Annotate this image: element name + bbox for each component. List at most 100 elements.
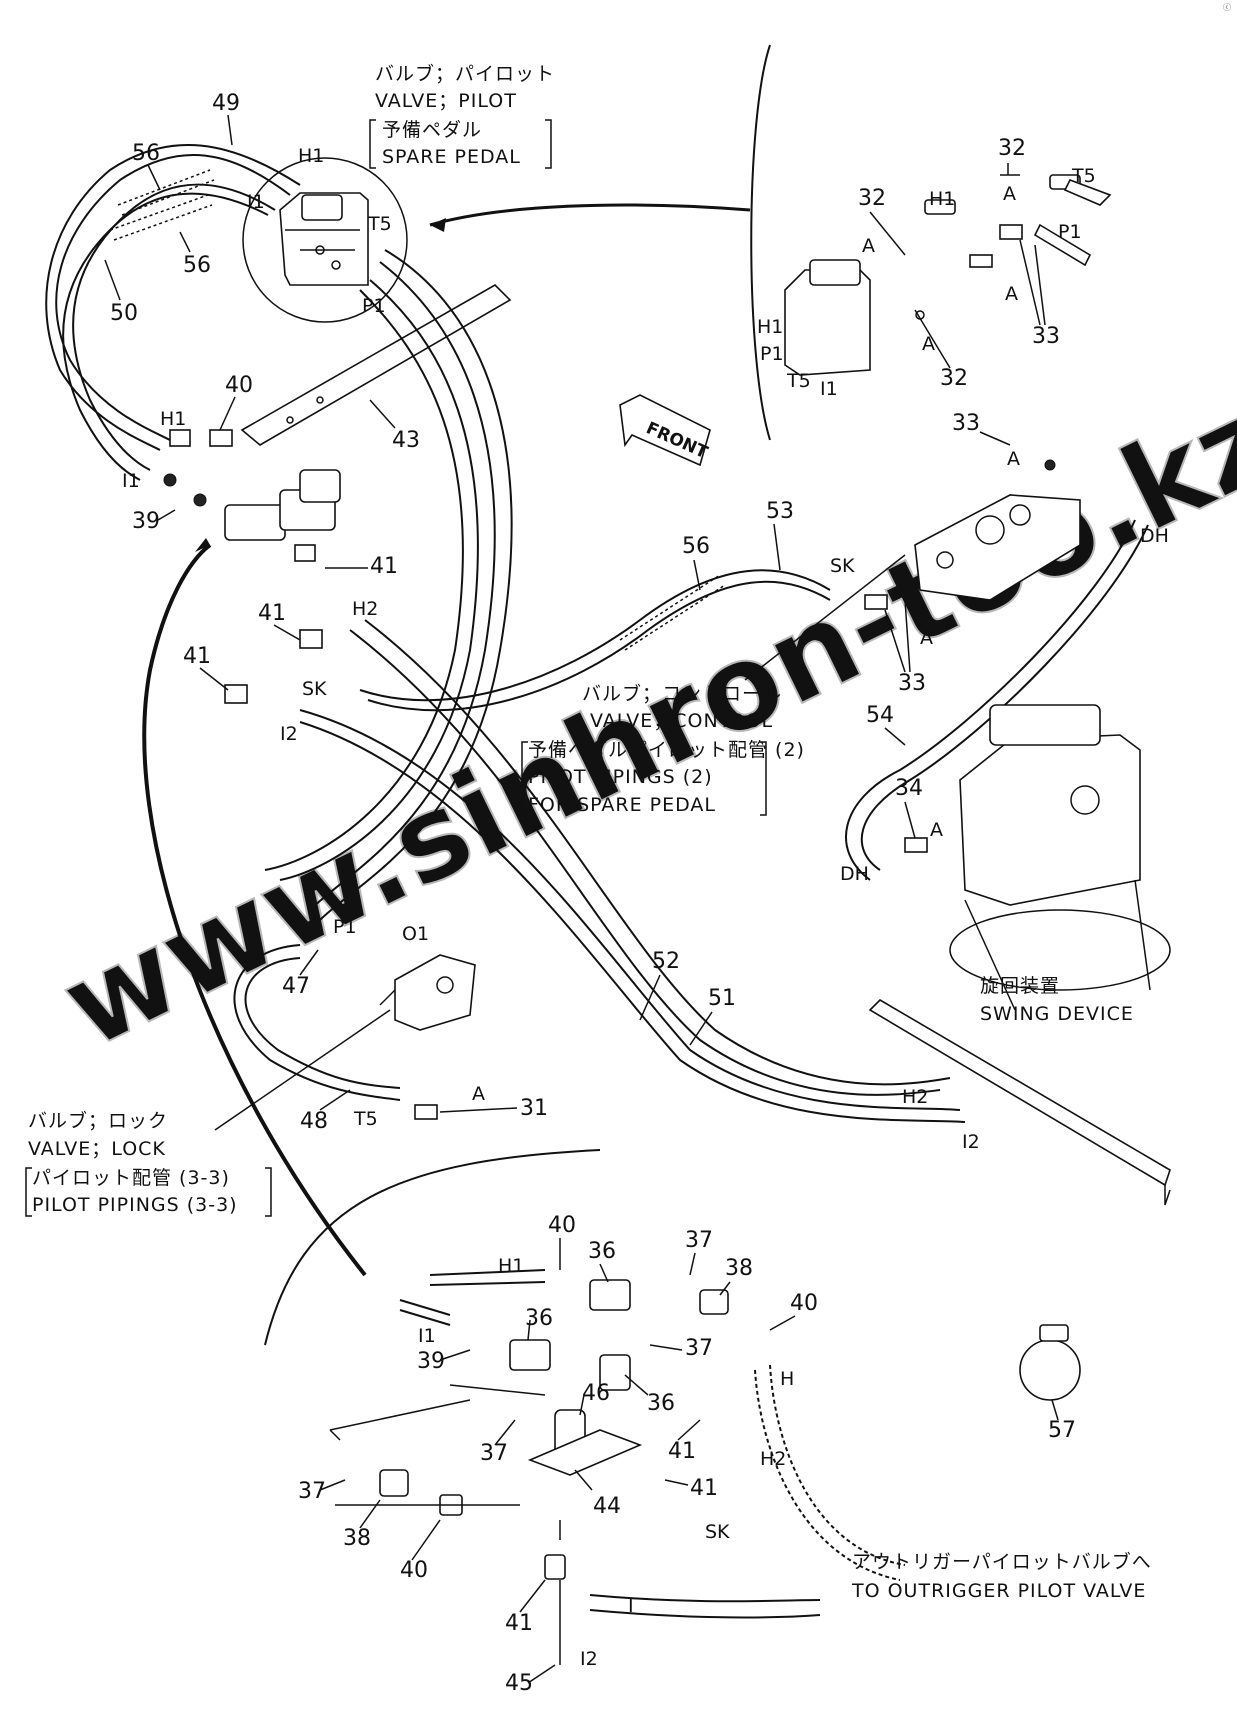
port-label-p1: P1 [760, 343, 784, 365]
port-label-h2: H2 [902, 1086, 928, 1108]
port-label-h1: H1 [298, 145, 324, 167]
port-label-sk: SK [705, 1521, 730, 1543]
caption-line: バルブ；ロック [28, 1109, 168, 1132]
part-number-36: 36 [647, 1391, 675, 1416]
part-number-38: 38 [725, 1256, 753, 1281]
detail-circle [242, 157, 408, 323]
caption-line: VALVE；PILOT [375, 90, 517, 112]
port-label-p1: P1 [1058, 221, 1082, 243]
caption-line: PILOT PIPINGS (2) [528, 766, 713, 788]
caption-line: VALVE；CONTROL [590, 710, 773, 732]
port-label-i1: I1 [247, 191, 265, 213]
caption-line: バルブ；コントロール [582, 682, 782, 705]
caption-lock-valve: バルブ；ロック VALVE；LOCK パイロット配管 (3-3) PILOT P… [25, 1009, 391, 1217]
caption-line: 予備ペダル [382, 119, 482, 141]
a-marker: A [920, 627, 933, 649]
port-label-i: I [628, 1595, 634, 1617]
port-label-h1: H1 [929, 188, 955, 210]
part-number-37: 37 [298, 1479, 326, 1504]
part-number-36: 36 [588, 1239, 616, 1264]
part-number-38: 38 [343, 1526, 371, 1551]
port-label-h2: H2 [760, 1448, 786, 1470]
pilot-valve-assembly [242, 157, 408, 323]
a-marker: A [1005, 283, 1018, 305]
caption-line: SPARE PEDAL [382, 146, 521, 168]
bracket-43 [240, 284, 512, 446]
inset-pilot-valve [750, 44, 1112, 441]
part-number-43: 43 [392, 428, 420, 453]
lock-valve [379, 954, 476, 1120]
part-number-31: 31 [520, 1096, 548, 1121]
port-labels: H1 I1 T5 P1 H1 I1 H2 SK I2 SK H1 T5 P1 H… [122, 145, 1169, 1670]
part-number-41: 41 [370, 554, 398, 579]
part-number-41: 41 [690, 1476, 718, 1501]
part-number-32: 32 [998, 136, 1026, 161]
port-label-sk: SK [302, 678, 327, 700]
part-number-44: 44 [593, 1494, 621, 1519]
caption-swing-device: 旋回装置 SWING DEVICE [980, 975, 1134, 1025]
port-label-dh: DH [840, 863, 869, 885]
swing-device [904, 704, 1171, 1011]
port-label-i2: I2 [280, 723, 298, 745]
caption-line: TO OUTRIGGER PILOT VALVE [851, 1580, 1146, 1602]
part-number-47: 47 [282, 974, 310, 999]
part-number-49: 49 [212, 91, 240, 116]
port-label-i2: I2 [962, 1131, 980, 1153]
caption-line: バルブ；パイロット [375, 62, 555, 85]
corner-note: ⓒ [1223, 3, 1231, 12]
a-marker: A [862, 235, 875, 257]
a-marker: A [1007, 448, 1020, 470]
port-label-p1: P1 [333, 916, 357, 938]
part-number-54: 54 [866, 703, 894, 728]
part-number-37: 37 [480, 1441, 508, 1466]
port-label-i1: I1 [122, 470, 140, 492]
port-label-h1: H1 [757, 316, 783, 338]
part-number-57: 57 [1048, 1418, 1076, 1443]
port-label-t5: T5 [786, 370, 811, 392]
manifold-upper [163, 429, 341, 704]
caption-line: PILOT PIPINGS (3-3) [32, 1194, 238, 1216]
part-number-45: 45 [505, 1671, 533, 1696]
part-number-56: 56 [183, 253, 211, 278]
part-number-41: 41 [505, 1611, 533, 1636]
part-number-52: 52 [652, 949, 680, 974]
part-number-56: 56 [132, 141, 160, 166]
part-number-50: 50 [110, 301, 138, 326]
caption-line: SWING DEVICE [980, 1003, 1134, 1025]
part-number-40: 40 [225, 373, 253, 398]
a-marker: A [930, 819, 943, 841]
port-label-p1: P1 [362, 295, 386, 317]
caption-line: 予備ペダルパイロット配管 (2) [528, 739, 805, 761]
part-number-33: 33 [1032, 324, 1060, 349]
part-number-37: 37 [685, 1336, 713, 1361]
caption-line: 旋回装置 [980, 975, 1060, 997]
part-number-40: 40 [790, 1291, 818, 1316]
hoses [45, 144, 1149, 1277]
port-label-t5: T5 [367, 213, 392, 235]
caption-line: アウトリガーパイロットバルブへ [852, 1550, 1152, 1573]
port-label-h2: H2 [352, 598, 378, 620]
part-number-39: 39 [132, 509, 160, 534]
caption-line: パイロット配管 (3-3) [32, 1167, 230, 1189]
a-markers: A A A A A A A A [472, 183, 1020, 1105]
part-number-53: 53 [766, 499, 794, 524]
port-label-t5: T5 [1071, 165, 1096, 187]
port-label-i2: I2 [580, 1648, 598, 1670]
port-label-o1: O1 [402, 923, 429, 945]
part-number-33: 33 [952, 411, 980, 436]
caption-line: FOR SPARE PEDAL [528, 794, 716, 816]
part-number-41: 41 [668, 1439, 696, 1464]
a-marker: A [1003, 183, 1016, 205]
part-number-51: 51 [708, 986, 736, 1011]
part-number-37: 37 [685, 1228, 713, 1253]
port-label-i1: I1 [820, 378, 838, 400]
part-number-33: 33 [898, 671, 926, 696]
part-number-46: 46 [582, 1381, 610, 1406]
caption-control-valve: バルブ；コントロール VALVE；CONTROL 予備ペダルパイロット配管 (2… [521, 554, 906, 816]
port-label-i1: I1 [418, 1325, 436, 1347]
part-number-40: 40 [548, 1213, 576, 1238]
front-arrow: FRONT [619, 394, 711, 467]
part-number-callouts: 49 56 56 50 40 43 39 41 41 41 53 56 32 3… [104, 91, 1076, 1696]
port-label-sk: SK [830, 555, 855, 577]
part-number-41: 41 [183, 644, 211, 669]
